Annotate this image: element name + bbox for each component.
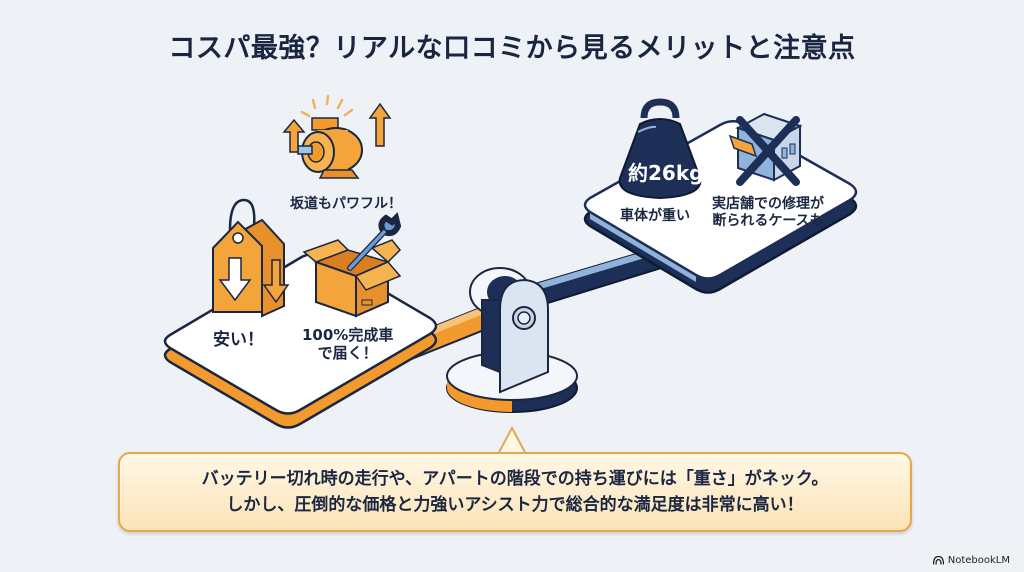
fulcrum-icon	[446, 267, 578, 413]
left-pan	[163, 252, 438, 429]
label-cheap: 安い！	[213, 330, 264, 350]
label-line: 100%完成車	[302, 326, 394, 344]
brand-name: NotebookLM	[947, 555, 1010, 566]
box-with-wrench-icon	[302, 212, 402, 318]
summary-callout: バッテリー切れ時の走行や、アパートの階段での持ち運びには「重さ」がネック。 しか…	[118, 452, 912, 532]
label-repair-refused: 実店舗での修理が 断られるケースも	[712, 196, 824, 230]
store-crossed-icon	[728, 112, 803, 186]
label-line: で届く！	[317, 344, 378, 362]
notebooklm-logo-icon	[932, 556, 944, 565]
label-line: 実店舗での修理が	[712, 196, 824, 212]
brand-watermark: NotebookLM	[932, 555, 1010, 566]
label-fully-assembled: 100%完成車 で届く！	[302, 326, 393, 362]
label-line: 断られるケースも	[712, 212, 824, 229]
page-title: コスパ最強？リアルな口コミから見るメリットと注意点	[168, 33, 856, 64]
label-heavy-body: 車体が重い	[620, 208, 690, 224]
price-tag-down-icon	[212, 198, 290, 318]
motor-icon	[282, 94, 392, 179]
callout-tail	[496, 425, 528, 455]
weight-value: 約26kg	[628, 161, 704, 185]
callout-line: しかし、圧倒的な価格と力強いアシスト力で総合的な満足度は非常に高い！	[226, 495, 804, 515]
callout-line: バッテリー切れ時の走行や、アパートの階段での持ち運びには「重さ」がネック。	[201, 468, 829, 489]
weight-icon	[618, 98, 702, 200]
label-powerful-on-slopes: 坂道もパワフル！	[290, 196, 402, 212]
